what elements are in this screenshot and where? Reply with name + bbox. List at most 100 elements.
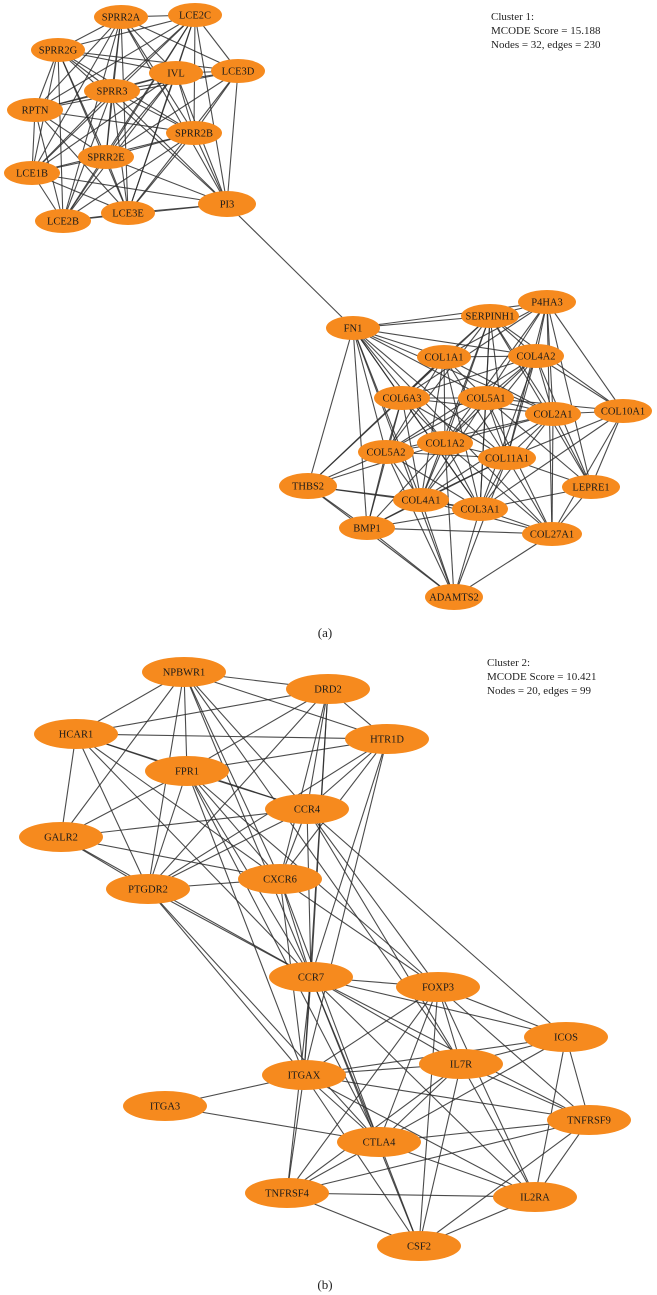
cluster-2-edge-ctla4-csf2 bbox=[378, 1141, 420, 1247]
cluster-2-edge-il7r-il2ra bbox=[460, 1063, 536, 1198]
cluster-2-counts: Nodes = 20, edges = 99 bbox=[487, 685, 592, 697]
cluster-2-edge-npbwr1-galr2 bbox=[60, 671, 185, 838]
cluster-1-node-label-thbs2: THBS2 bbox=[292, 482, 324, 493]
cluster-1-node-col4a2: COL4A2 bbox=[508, 344, 564, 368]
cluster-2-edge-tnfrsf9-csf2 bbox=[418, 1119, 590, 1247]
cluster-2-edge-foxp3-itgax bbox=[303, 986, 439, 1076]
cluster-1-edge-col4a2-col4a1 bbox=[420, 355, 537, 501]
cluster-1-node-fn1: FN1 bbox=[326, 316, 380, 340]
cluster-2-node-shape-itga3 bbox=[123, 1091, 207, 1121]
cluster-2-edge-hcar1-ccr7 bbox=[75, 733, 312, 978]
cluster-2-edge-drd2-cxcr6 bbox=[279, 688, 329, 880]
cluster-1-node-label-rptn: RPTN bbox=[22, 106, 49, 117]
cluster-1-edge-sprr2a-rptn bbox=[34, 16, 122, 111]
cluster-1-edge-sprr3-pi3 bbox=[111, 90, 228, 205]
cluster-2-node-tnfrsf9: TNFRSF9 bbox=[547, 1105, 631, 1135]
panel-b-caption: (b) bbox=[317, 1277, 332, 1292]
cluster-1-edge-p4ha3-lepre1 bbox=[546, 301, 592, 488]
cluster-2-edge-cxcr6-ctla4 bbox=[279, 878, 380, 1143]
cluster-2-edge-ccr4-icos bbox=[306, 808, 567, 1038]
cluster-1-edge-bmp1-adamts2 bbox=[366, 527, 455, 598]
cluster-2-node-shape-tnfrsf9 bbox=[547, 1105, 631, 1135]
cluster-1-node-label-lce2b: LCE2B bbox=[47, 217, 79, 228]
cluster-2-edges bbox=[60, 671, 590, 1247]
cluster-2-node-cxcr6: CXCR6 bbox=[238, 864, 322, 894]
cluster-2-edge-ccr7-csf2 bbox=[310, 976, 420, 1247]
cluster-1-node-bmp1: BMP1 bbox=[339, 516, 395, 540]
cluster-2-node-label-icos: ICOS bbox=[554, 1033, 578, 1044]
cluster-1-edge-col3a1-adamts2 bbox=[453, 508, 481, 598]
cluster-2-edge-itgax-tnfrsf9 bbox=[303, 1074, 590, 1121]
cluster-1-edge-ivl-sprr2e bbox=[105, 72, 177, 158]
cluster-1-node-shape-col10a1 bbox=[594, 399, 652, 423]
cluster-1-node-label-sprr2a: SPRR2A bbox=[102, 13, 141, 24]
cluster-1-edge-fn1-col11a1 bbox=[352, 327, 508, 459]
cluster-2-node-shape-tnfrsf4 bbox=[245, 1178, 329, 1208]
cluster-1-edge-col4a1-adamts2 bbox=[420, 499, 455, 598]
cluster-1-node-col27a1: COL27A1 bbox=[522, 522, 582, 546]
cluster-2-node-ptgdr2: PTGDR2 bbox=[106, 874, 190, 904]
cluster-1-edge-sprr2a-lce3e bbox=[120, 16, 129, 214]
cluster-2-node-label-ccr4: CCR4 bbox=[294, 805, 321, 816]
cluster-2-edge-galr2-ccr7 bbox=[60, 836, 312, 978]
cluster-1-node-col3a1: COL3A1 bbox=[452, 497, 508, 521]
cluster-1-edge-col4a2-col3a1 bbox=[479, 355, 537, 510]
cluster-2-score: MCODE Score = 10.421 bbox=[487, 671, 596, 683]
cluster-1-node-shape-ivl bbox=[149, 61, 203, 85]
cluster-2-node-itga3: ITGA3 bbox=[123, 1091, 207, 1121]
cluster-2-node-icos: ICOS bbox=[524, 1022, 608, 1052]
cluster-2-node-label-drd2: DRD2 bbox=[314, 685, 341, 696]
cluster-1-node-lce1b: LCE1B bbox=[4, 161, 60, 185]
cluster-2-node-hcar1: HCAR1 bbox=[34, 719, 118, 749]
cluster-1-node-shape-lce2b bbox=[35, 209, 91, 233]
cluster-1-edge-sprr2g-lce3d bbox=[57, 49, 239, 72]
cluster-2-node-shape-il2ra bbox=[493, 1182, 577, 1212]
cluster-1-edge-lce2c-rptn bbox=[34, 14, 196, 111]
cluster-1-edge-col1a1-col3a1 bbox=[443, 356, 481, 510]
cluster-1-edge-ivl-lce1b bbox=[31, 72, 177, 174]
cluster-1-node-label-col5a1: COL5A1 bbox=[466, 394, 505, 405]
cluster-2-edge-ccr7-icos bbox=[310, 976, 567, 1038]
cluster-1-node-sprr2a: SPRR2A bbox=[94, 5, 148, 29]
cluster-1-node-label-sprr2g: SPRR2G bbox=[39, 46, 78, 57]
cluster-2-edge-il7r-csf2 bbox=[418, 1063, 462, 1247]
cluster-1-node-lce3d: LCE3D bbox=[211, 59, 265, 83]
cluster-1-node-thbs2: THBS2 bbox=[279, 473, 337, 499]
cluster-1-node-label-fn1: FN1 bbox=[344, 324, 363, 335]
cluster-1-node-sprr3: SPRR3 bbox=[84, 79, 140, 103]
cluster-1-node-shape-col3a1 bbox=[452, 497, 508, 521]
cluster-1-node-lce2c: LCE2C bbox=[168, 3, 222, 27]
cluster-2-edge-foxp3-tnfrsf4 bbox=[286, 986, 439, 1194]
cluster-2-edge-itgax-tnfrsf4 bbox=[286, 1074, 305, 1194]
cluster-1-edge-fn1-col27a1 bbox=[352, 327, 553, 535]
cluster-2-node-galr2: GALR2 bbox=[19, 822, 103, 852]
cluster-1-node-label-col6a3: COL6A3 bbox=[382, 394, 421, 405]
cluster-1-node-col6a3: COL6A3 bbox=[374, 386, 430, 410]
cluster-1-node-shape-lepre1 bbox=[562, 475, 620, 499]
cluster-1-node-label-sprr2b: SPRR2B bbox=[175, 129, 213, 140]
cluster-2-edge-fpr1-ctla4 bbox=[186, 770, 380, 1143]
cluster-2-node-label-ctla4: CTLA4 bbox=[363, 1138, 396, 1149]
cluster-2-edge-ccr7-il2ra bbox=[310, 976, 536, 1198]
cluster-2-edge-ccr4-ccr7 bbox=[306, 808, 312, 978]
cluster-1-edge-thbs2-adamts2 bbox=[307, 485, 455, 598]
cluster-2-edge-hcar1-ptgdr2 bbox=[75, 733, 149, 890]
cluster-1-node-shape-sprr3 bbox=[84, 79, 140, 103]
cluster-1-edge-lce1b-pi3 bbox=[31, 172, 228, 205]
cluster-1-node-shape-p4ha3 bbox=[518, 290, 576, 314]
cluster-2-node-ctla4: CTLA4 bbox=[337, 1127, 421, 1157]
cluster-1-edge-p4ha3-col1a2 bbox=[444, 301, 548, 444]
cluster-1-node-shape-col4a1 bbox=[393, 488, 449, 512]
cluster-2-node-label-foxp3: FOXP3 bbox=[422, 983, 454, 994]
cluster-1-edge-serpinh1-col5a2 bbox=[385, 315, 491, 453]
cluster-2-edge-fpr1-ptgdr2 bbox=[147, 770, 188, 890]
cluster-2-node-shape-galr2 bbox=[19, 822, 103, 852]
cluster-2-edge-ptgdr2-ccr7 bbox=[147, 888, 312, 978]
cluster-1-node-rptn: RPTN bbox=[7, 98, 63, 122]
cluster-1-edge-p4ha3-col6a3 bbox=[401, 301, 548, 399]
cluster-1-node-label-col2a1: COL2A1 bbox=[533, 410, 572, 421]
cluster-1-node-label-lepre1: LEPRE1 bbox=[572, 483, 609, 494]
cluster-1-edge-col6a3-col11a1 bbox=[401, 397, 508, 459]
